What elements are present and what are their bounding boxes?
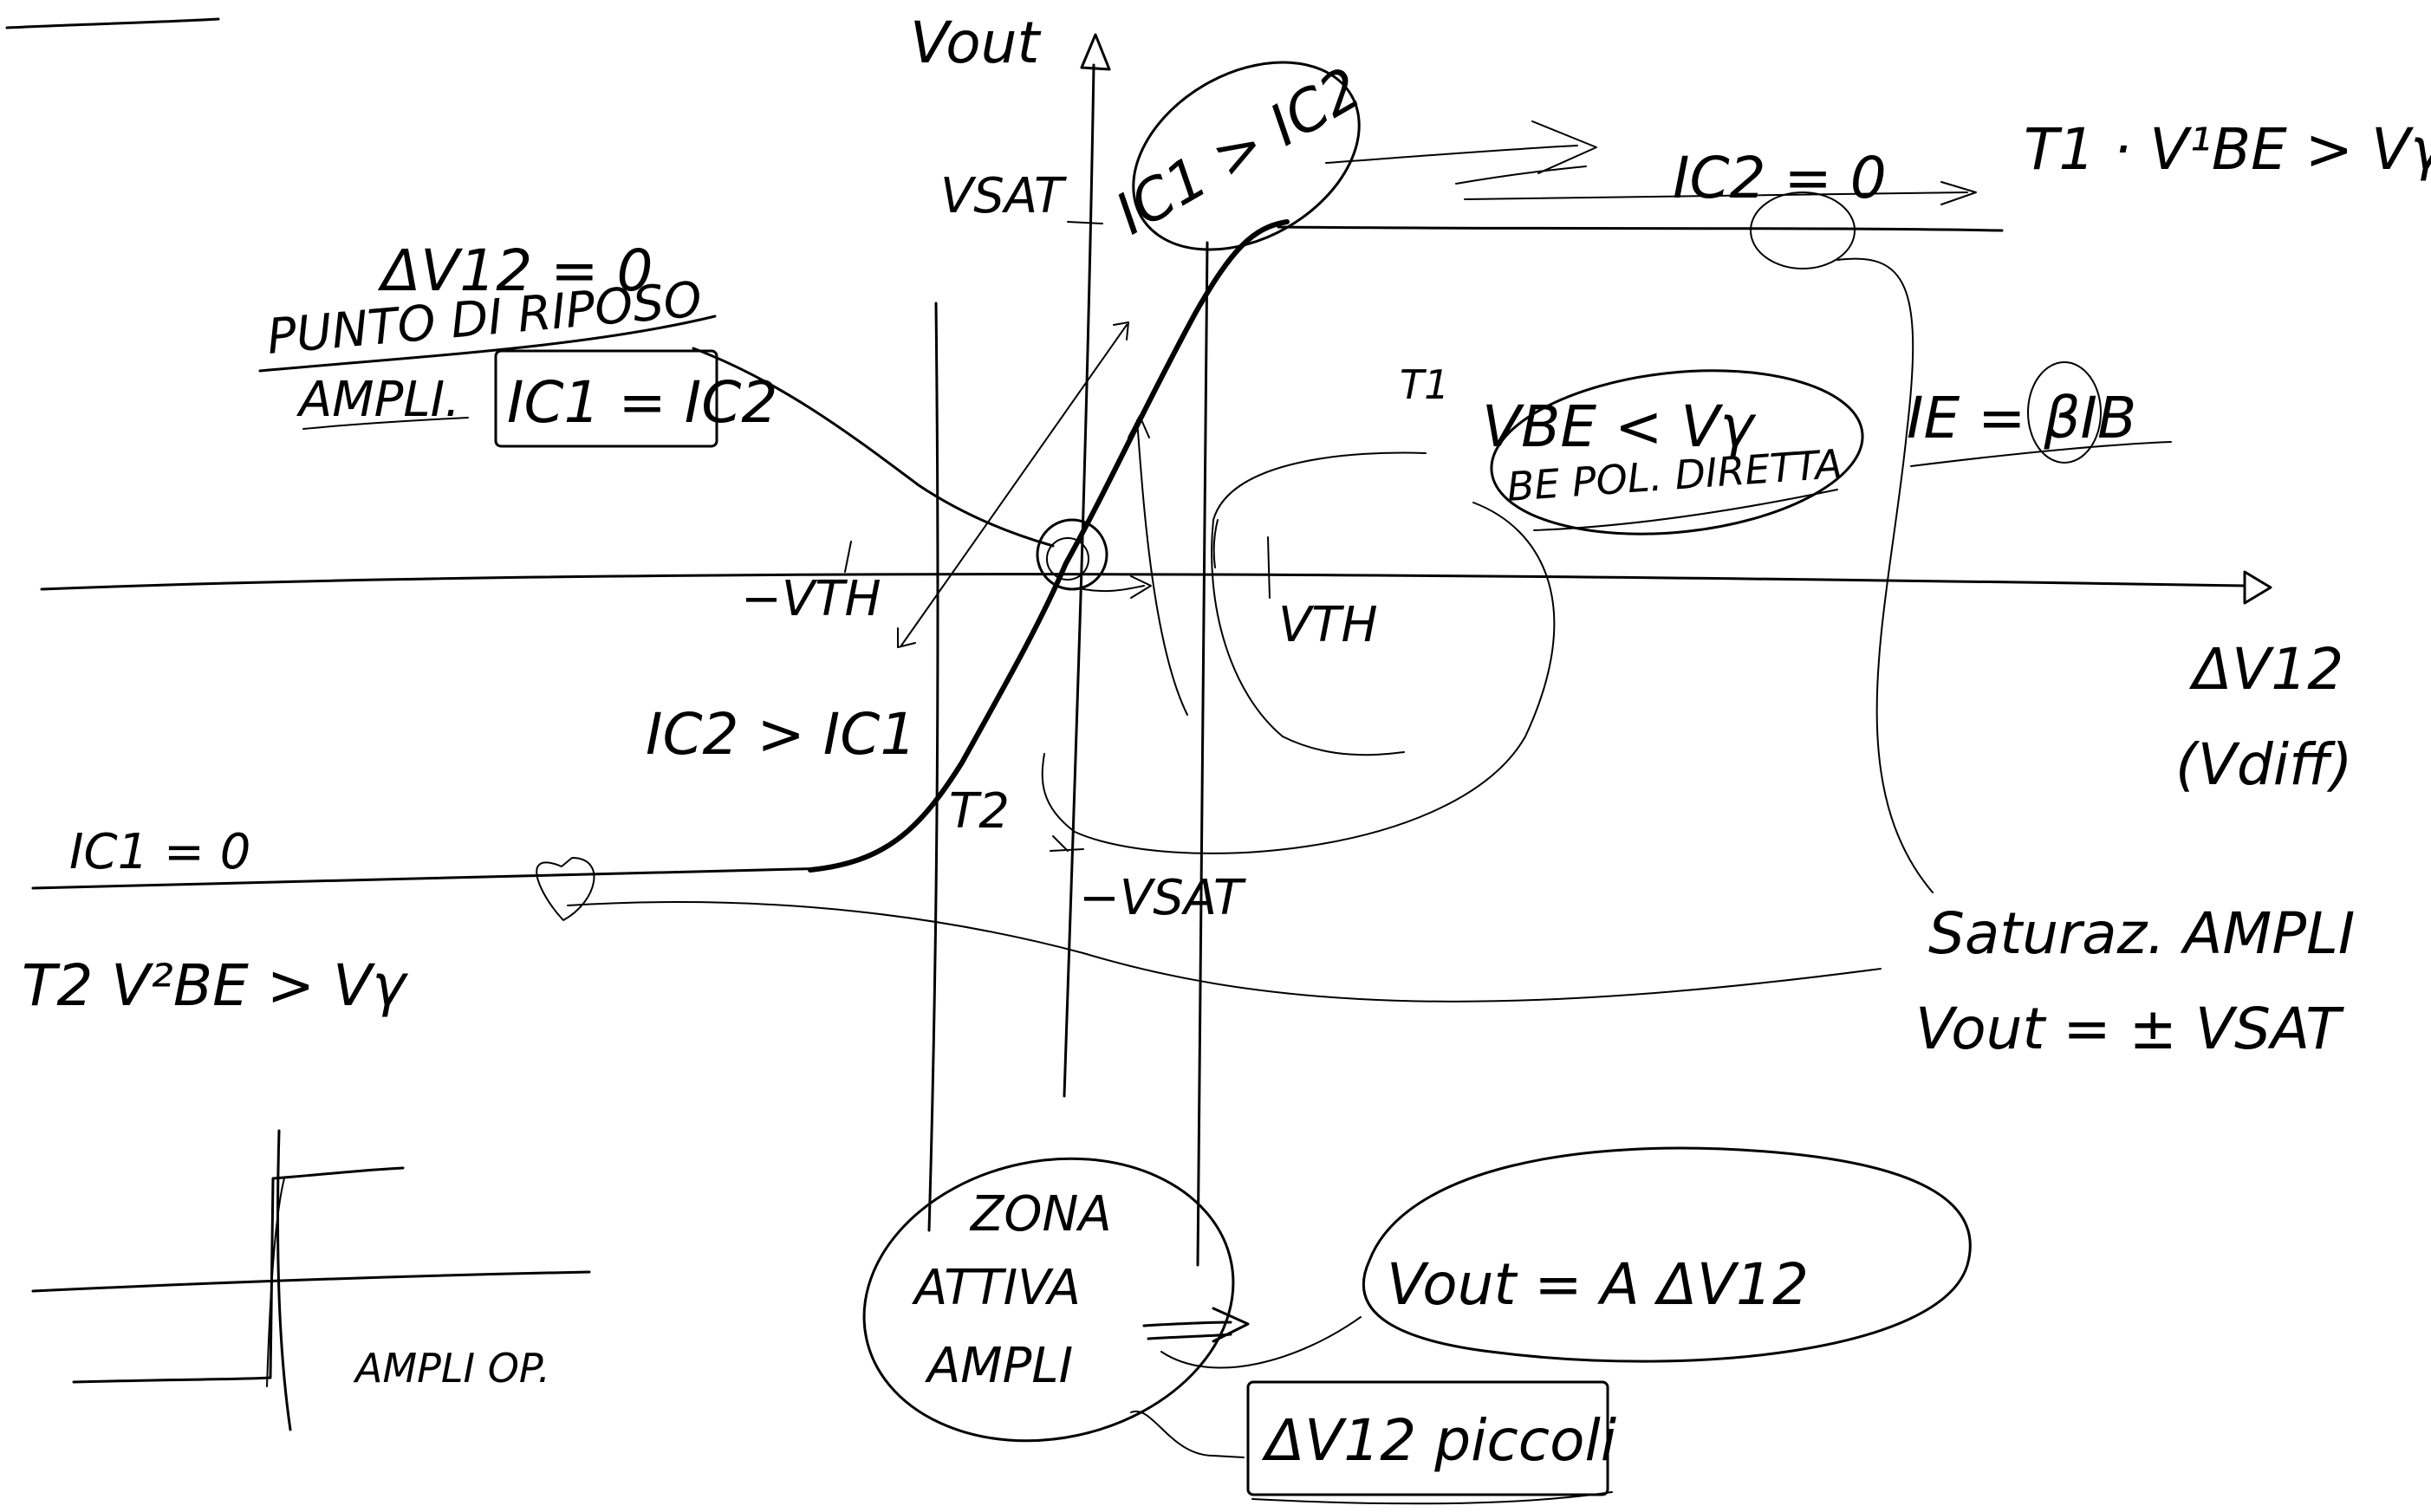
t1-be-ellipse [1490, 369, 1864, 535]
minus-vth-tick [844, 541, 852, 573]
zona-attiva-ellipse [862, 1157, 1235, 1443]
vbe-lt-vg-label: VBE < Vγ [1482, 393, 1757, 460]
zona-arrow-head [1212, 1307, 1250, 1343]
vth-label: VTH [1278, 597, 1378, 653]
arrow-up-right [900, 324, 1128, 646]
arrow-up [1136, 419, 1188, 716]
connector-saturation-right [1836, 257, 1934, 893]
ampli-label: AMPLI. [296, 372, 460, 428]
minus-vth-label: −VTH [741, 571, 881, 627]
opamp-curve-double [266, 1178, 285, 1387]
riposo-connector [692, 347, 1055, 548]
ic1-zero-label: IC1 = 0 [69, 824, 250, 880]
arrow-right-head [1130, 575, 1152, 599]
saturaz-label: Saturaz. AMPLI [1928, 900, 2355, 967]
piccoli-connector [1130, 1410, 1245, 1458]
ic2-zero-tick [1455, 165, 1587, 185]
opamp-x-axis [31, 1270, 591, 1293]
vout-pm-vsat-label: Vout = ± VSAT [1915, 996, 2344, 1062]
gain-connector [1160, 1316, 1362, 1369]
ie-underline [1910, 441, 2172, 467]
vsat-top-label: VSAT [940, 168, 1067, 224]
vsat-bottom-line [31, 866, 834, 890]
stray-stroke-top-left [5, 17, 220, 29]
t2-tick [1052, 835, 1069, 852]
vsat-top-tick [1067, 221, 1103, 224]
t2-condition-label: T2 V²BE > Vγ [22, 952, 408, 1019]
gain-formula-ellipse [1362, 1146, 1972, 1363]
ic2-zero-label: IC2 = 0 [1673, 145, 1887, 211]
zona-label: ZONA [969, 1186, 1112, 1243]
ic1-eq-ic2-label: IC1 = IC2 [507, 369, 777, 436]
arrow-up-right-head [1113, 321, 1129, 341]
ie-beta-ib-label: IE = βIB [1907, 385, 2136, 451]
vout-axis-label: Vout [910, 10, 1041, 76]
ic1-eq-ic2-box [494, 349, 718, 448]
dv12-zero-label: ΔV12 = 0 [377, 237, 653, 304]
boundary-dash-top [1212, 519, 1219, 568]
ic2-zero-arrow [1464, 191, 1968, 200]
attiva-label: ATTIVA [912, 1260, 1081, 1316]
opamp-curve [72, 1166, 405, 1384]
ic1-gt-ic2-ellipse [1132, 61, 1361, 251]
t2-small-label: T2 [949, 783, 1010, 840]
dv12-piccoli-box [1246, 1380, 1609, 1496]
piccoli-underline [1251, 1491, 1613, 1505]
quiescent-point-circle [1036, 518, 1108, 591]
minus-vsat-label: −VSAT [1079, 870, 1246, 926]
ampli-underline [302, 417, 469, 430]
vout-a-dv12-label: Vout = A ΔV12 [1387, 1251, 1809, 1318]
dv12-piccoli-label: ΔV12 piccoli [1261, 1407, 1617, 1474]
boundary-line-right [1196, 241, 1209, 1267]
arrow-down-left-head [897, 627, 916, 648]
x-axis [40, 573, 2246, 591]
vth-tick [1267, 536, 1271, 599]
boundary-line-left [927, 302, 939, 1232]
t1-be-underline [1533, 489, 1838, 531]
large-loop [1041, 502, 1556, 854]
ic2-gt-ic1-label: IC2 > IC1 [646, 701, 916, 768]
arrow-up-head [1128, 415, 1150, 438]
ic2-zero-arrow-head [1940, 181, 1977, 205]
t1-small-label: T1 [1400, 361, 1449, 408]
dv12-axis-label: ΔV12 [2188, 636, 2343, 703]
zona-arrow-shaft [1142, 1321, 1232, 1327]
riposo-underline [258, 315, 717, 373]
quiescent-point-circle-inner [1046, 537, 1089, 581]
x-axis-arrow [2243, 570, 2272, 605]
vsat-top-line [1277, 225, 2004, 232]
y-axis [1063, 63, 1095, 1098]
vdiff-label: (Vdiff) [2175, 731, 2353, 798]
transfer-curve [808, 219, 1290, 873]
beta-ellipse [2027, 361, 2102, 464]
arrow-right [1082, 585, 1145, 593]
t1-connector [1211, 451, 1427, 756]
ampli-zone-label: AMPLI [925, 1338, 1073, 1394]
ic1-zero-marker [536, 857, 595, 921]
ic1-arrow-head [1531, 120, 1597, 174]
saturation-connector [567, 901, 1882, 1003]
t1-condition-label: T1 · V¹BE > Vγ [2024, 116, 2431, 183]
ic2-zero-ellipse [1750, 191, 1856, 269]
y-axis-arrow [1080, 33, 1111, 71]
ic1-arrow [1325, 145, 1578, 164]
ampli-op-label: AMPLI OP. [353, 1345, 550, 1392]
ic1-gt-ic2-label: IC1 > IC2 [1105, 55, 1373, 248]
